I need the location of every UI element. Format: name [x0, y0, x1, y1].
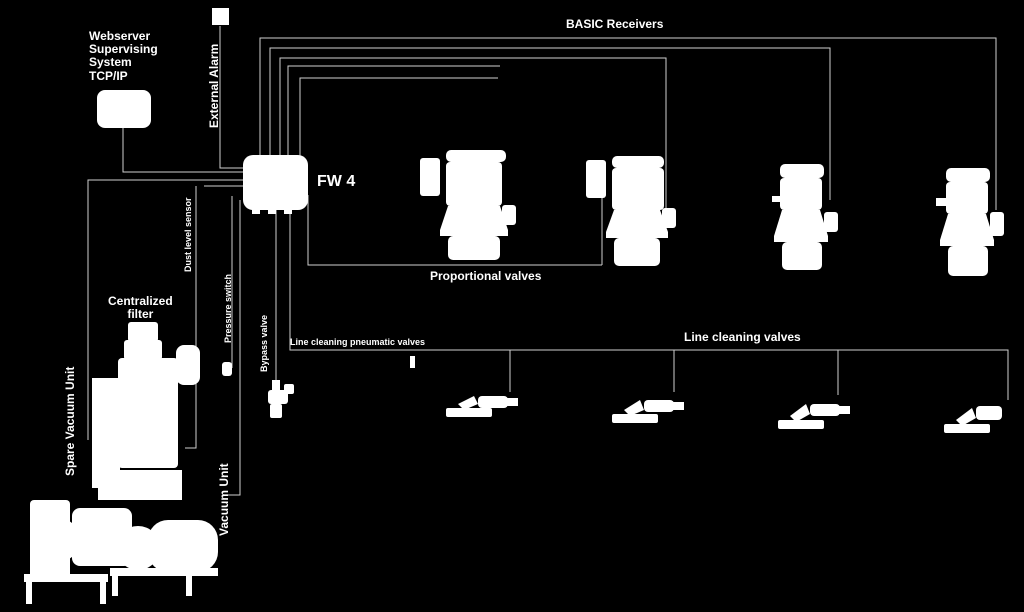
receiver-2	[586, 156, 676, 266]
line-cleaning-pneumatic-valves-label: Line cleaning pneumatic valves	[290, 337, 426, 347]
webserver-label-line-3: System	[89, 55, 132, 70]
wire-spare-vacuum	[87, 179, 244, 440]
line-cleaning-pneumatic-valve	[410, 356, 415, 368]
line-cleaning-valves-label: Line cleaning valves	[684, 330, 801, 344]
basic-receivers-label: BASIC Receivers	[566, 17, 664, 31]
line-cleaning-valve-2	[612, 400, 684, 423]
pressure-switch-label: Pressure switch	[223, 273, 233, 343]
receiver-4	[936, 168, 1004, 276]
external-alarm-box	[212, 8, 229, 25]
vacuum-unit-label: Vacuum Unit	[217, 463, 231, 536]
external-alarm-label: External Alarm	[207, 43, 221, 128]
centralized-filter-label: Centralized filter	[108, 294, 173, 322]
webserver-label: Webserver Supervising System TCP/IP	[89, 29, 158, 83]
wire-dust-sensor	[185, 186, 197, 449]
pressure-switch	[222, 362, 232, 376]
proportional-valves-label: Proportional valves	[430, 269, 542, 283]
centralized-filter-label-line-1: Centralized	[108, 294, 173, 308]
fw4-controller	[243, 155, 308, 214]
fw4-label: FW 4	[317, 173, 356, 190]
wire-prop-bus	[307, 195, 450, 266]
webserver-label-line-1: Webserver	[89, 29, 151, 43]
wire-alarm	[219, 26, 244, 169]
webserver-label-line-4: TCP/IP	[89, 68, 128, 83]
centralized-filter-label-line-2: filter	[127, 307, 154, 322]
vacuum-unit-machine	[110, 520, 218, 596]
wire-line-cleaning	[289, 210, 1009, 400]
spare-vacuum-unit-label: Spare Vacuum Unit	[63, 366, 77, 476]
line-cleaning-valve-3	[778, 404, 850, 429]
bypass-valve-label: Bypass valve	[259, 314, 269, 372]
receiver-1	[420, 150, 516, 260]
webserver-box	[97, 90, 151, 128]
bypass-valve	[268, 380, 294, 418]
line-cleaning-valve-4	[944, 406, 1002, 433]
wiring	[87, 26, 1009, 496]
dust-level-sensor-label: Dust level sensor	[183, 197, 193, 272]
centralized-filter	[92, 322, 200, 500]
wire-webserver	[122, 128, 250, 173]
line-cleaning-valve-1	[446, 396, 518, 417]
receiver-3	[772, 164, 838, 270]
webserver-label-line-2: Supervising	[89, 42, 158, 57]
wire-vacuum-unit	[228, 200, 241, 496]
